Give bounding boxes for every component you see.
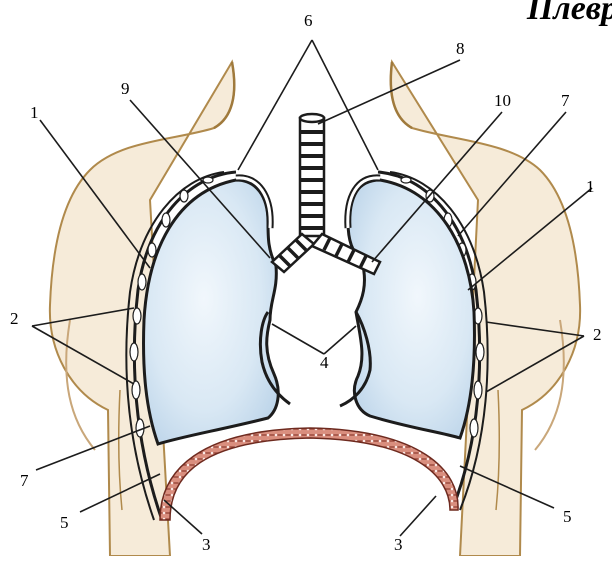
right-lung [348, 180, 474, 438]
label-4: 4 [320, 353, 329, 372]
label-3-left: 3 [202, 535, 211, 554]
label-8: 8 [456, 39, 465, 58]
label-2-left: 2 [10, 309, 19, 328]
label-5-right: 5 [563, 507, 572, 526]
diaphragm [160, 428, 458, 520]
label-7-right: 7 [561, 91, 570, 110]
label-3-right: 3 [394, 535, 403, 554]
label-2-right: 2 [593, 325, 602, 344]
label-5-left: 5 [60, 513, 69, 532]
label-1-right: 1 [586, 177, 595, 196]
title-fragment: Плевр [527, 0, 612, 28]
label-7-left: 7 [20, 471, 29, 490]
label-9: 9 [121, 79, 130, 98]
label-10: 10 [494, 91, 511, 110]
label-6: 6 [304, 11, 313, 30]
label-1-left: 1 [30, 103, 39, 122]
trachea [300, 114, 324, 236]
left-main-bronchus [272, 234, 314, 272]
